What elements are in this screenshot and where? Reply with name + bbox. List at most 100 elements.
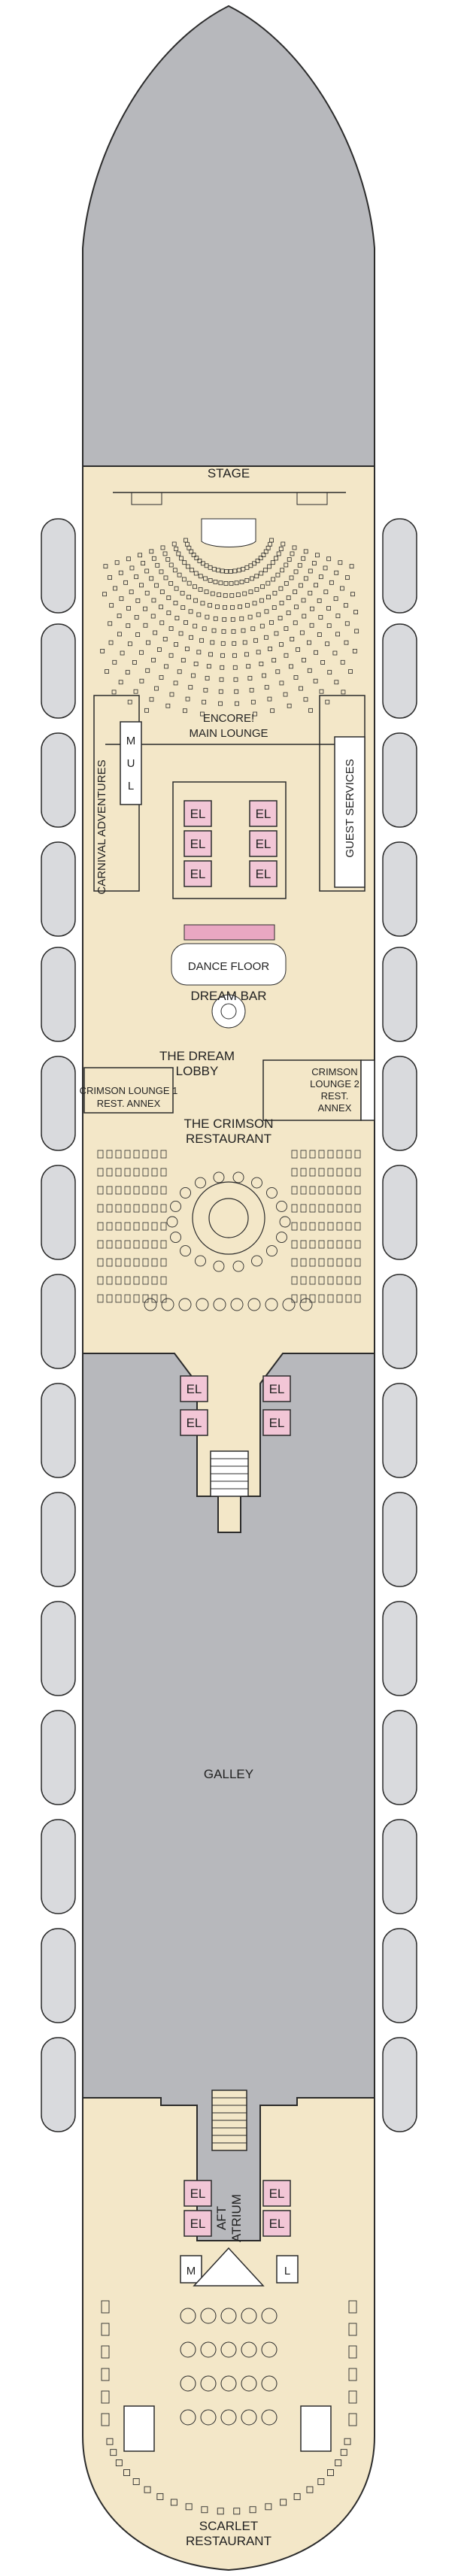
elevator [184,830,212,857]
seat [278,547,284,552]
round-table [299,1298,313,1311]
dance-floor-label: DANCE FLOOR [188,960,270,973]
seat [144,590,150,596]
table [97,1186,104,1195]
seat [205,676,210,680]
round-table [166,1216,178,1228]
seat [317,598,322,603]
seat [223,605,227,610]
elevator [184,2180,212,2207]
aft-stairs [211,2090,247,2151]
seat [208,603,212,608]
crimson-restaurant-label-1: THE CRIMSON [184,1117,274,1131]
table [348,2345,357,2359]
round-table [170,1201,181,1212]
round-table [266,1186,278,1199]
table [345,1186,352,1195]
seat [134,574,139,580]
scarlet-label-2: RESTAURANT [186,2534,271,2548]
table [124,1150,131,1159]
seat [189,549,194,554]
lifeboat [382,1710,417,1805]
seat [235,701,239,706]
seat [294,605,299,610]
seat [326,623,332,629]
table [185,2503,193,2511]
seat [250,576,254,581]
round-table [213,1298,226,1311]
seat [335,614,341,619]
seat [290,551,295,556]
lifeboat [41,1383,76,1478]
seat [286,596,291,600]
seat [117,614,122,619]
seat [153,630,158,635]
seat [157,647,162,652]
lifeboat [382,623,417,719]
seat [133,689,138,694]
round-table [220,2409,237,2426]
lifeboat [382,518,417,614]
table [142,1258,149,1267]
mid-stairs [210,1450,249,1497]
seat [308,708,313,713]
lifeboat [41,2037,76,2132]
table [97,1240,104,1249]
guest-services-label: GUEST SERVICES [344,759,356,857]
seat [165,703,171,708]
round-table [266,1245,278,1257]
seat [166,611,171,616]
table [340,2449,347,2456]
table [300,1150,307,1159]
table [291,1168,298,1177]
table [101,2413,110,2426]
lifeboat [41,1056,76,1151]
seat [265,545,271,550]
seat [229,593,235,598]
dream-lobby-label-2: LOBBY [176,1064,219,1078]
seat [224,569,229,574]
stage-label: STAGE [208,466,250,480]
seat [190,568,195,573]
round-table [180,2341,196,2358]
seat [220,665,225,670]
crimson-lounge-2-label-a: CRIMSON [311,1066,357,1077]
seat [256,612,261,617]
seat [149,549,154,554]
table [327,1294,334,1303]
dream-lobby-label-1: THE DREAM [159,1049,235,1063]
table [124,1204,131,1213]
seat [182,708,187,714]
seat [159,620,165,626]
seat [111,689,117,695]
table [300,1204,307,1213]
table [336,1258,343,1267]
seat [108,621,113,626]
seat [259,571,264,576]
elevator [180,1409,208,1436]
seat [327,670,332,675]
table [345,1258,352,1267]
lifeboat [41,518,76,614]
seat [276,551,281,556]
table [327,1150,334,1159]
crimson-lounge-2-label-b: LOUNGE 2 [310,1078,359,1089]
table [151,1222,158,1231]
seat [264,609,269,614]
seat [129,589,134,595]
seat [340,586,344,591]
seat [308,590,313,596]
seat [174,616,180,620]
table [354,1186,361,1195]
seat [205,614,210,620]
table [354,1150,361,1159]
table [124,1222,131,1231]
elevator-label: EL [190,837,206,851]
seat [135,632,141,637]
seat [234,580,239,586]
seat [125,670,130,675]
round-table [251,1255,262,1267]
seat [242,640,247,645]
table [249,2506,256,2514]
